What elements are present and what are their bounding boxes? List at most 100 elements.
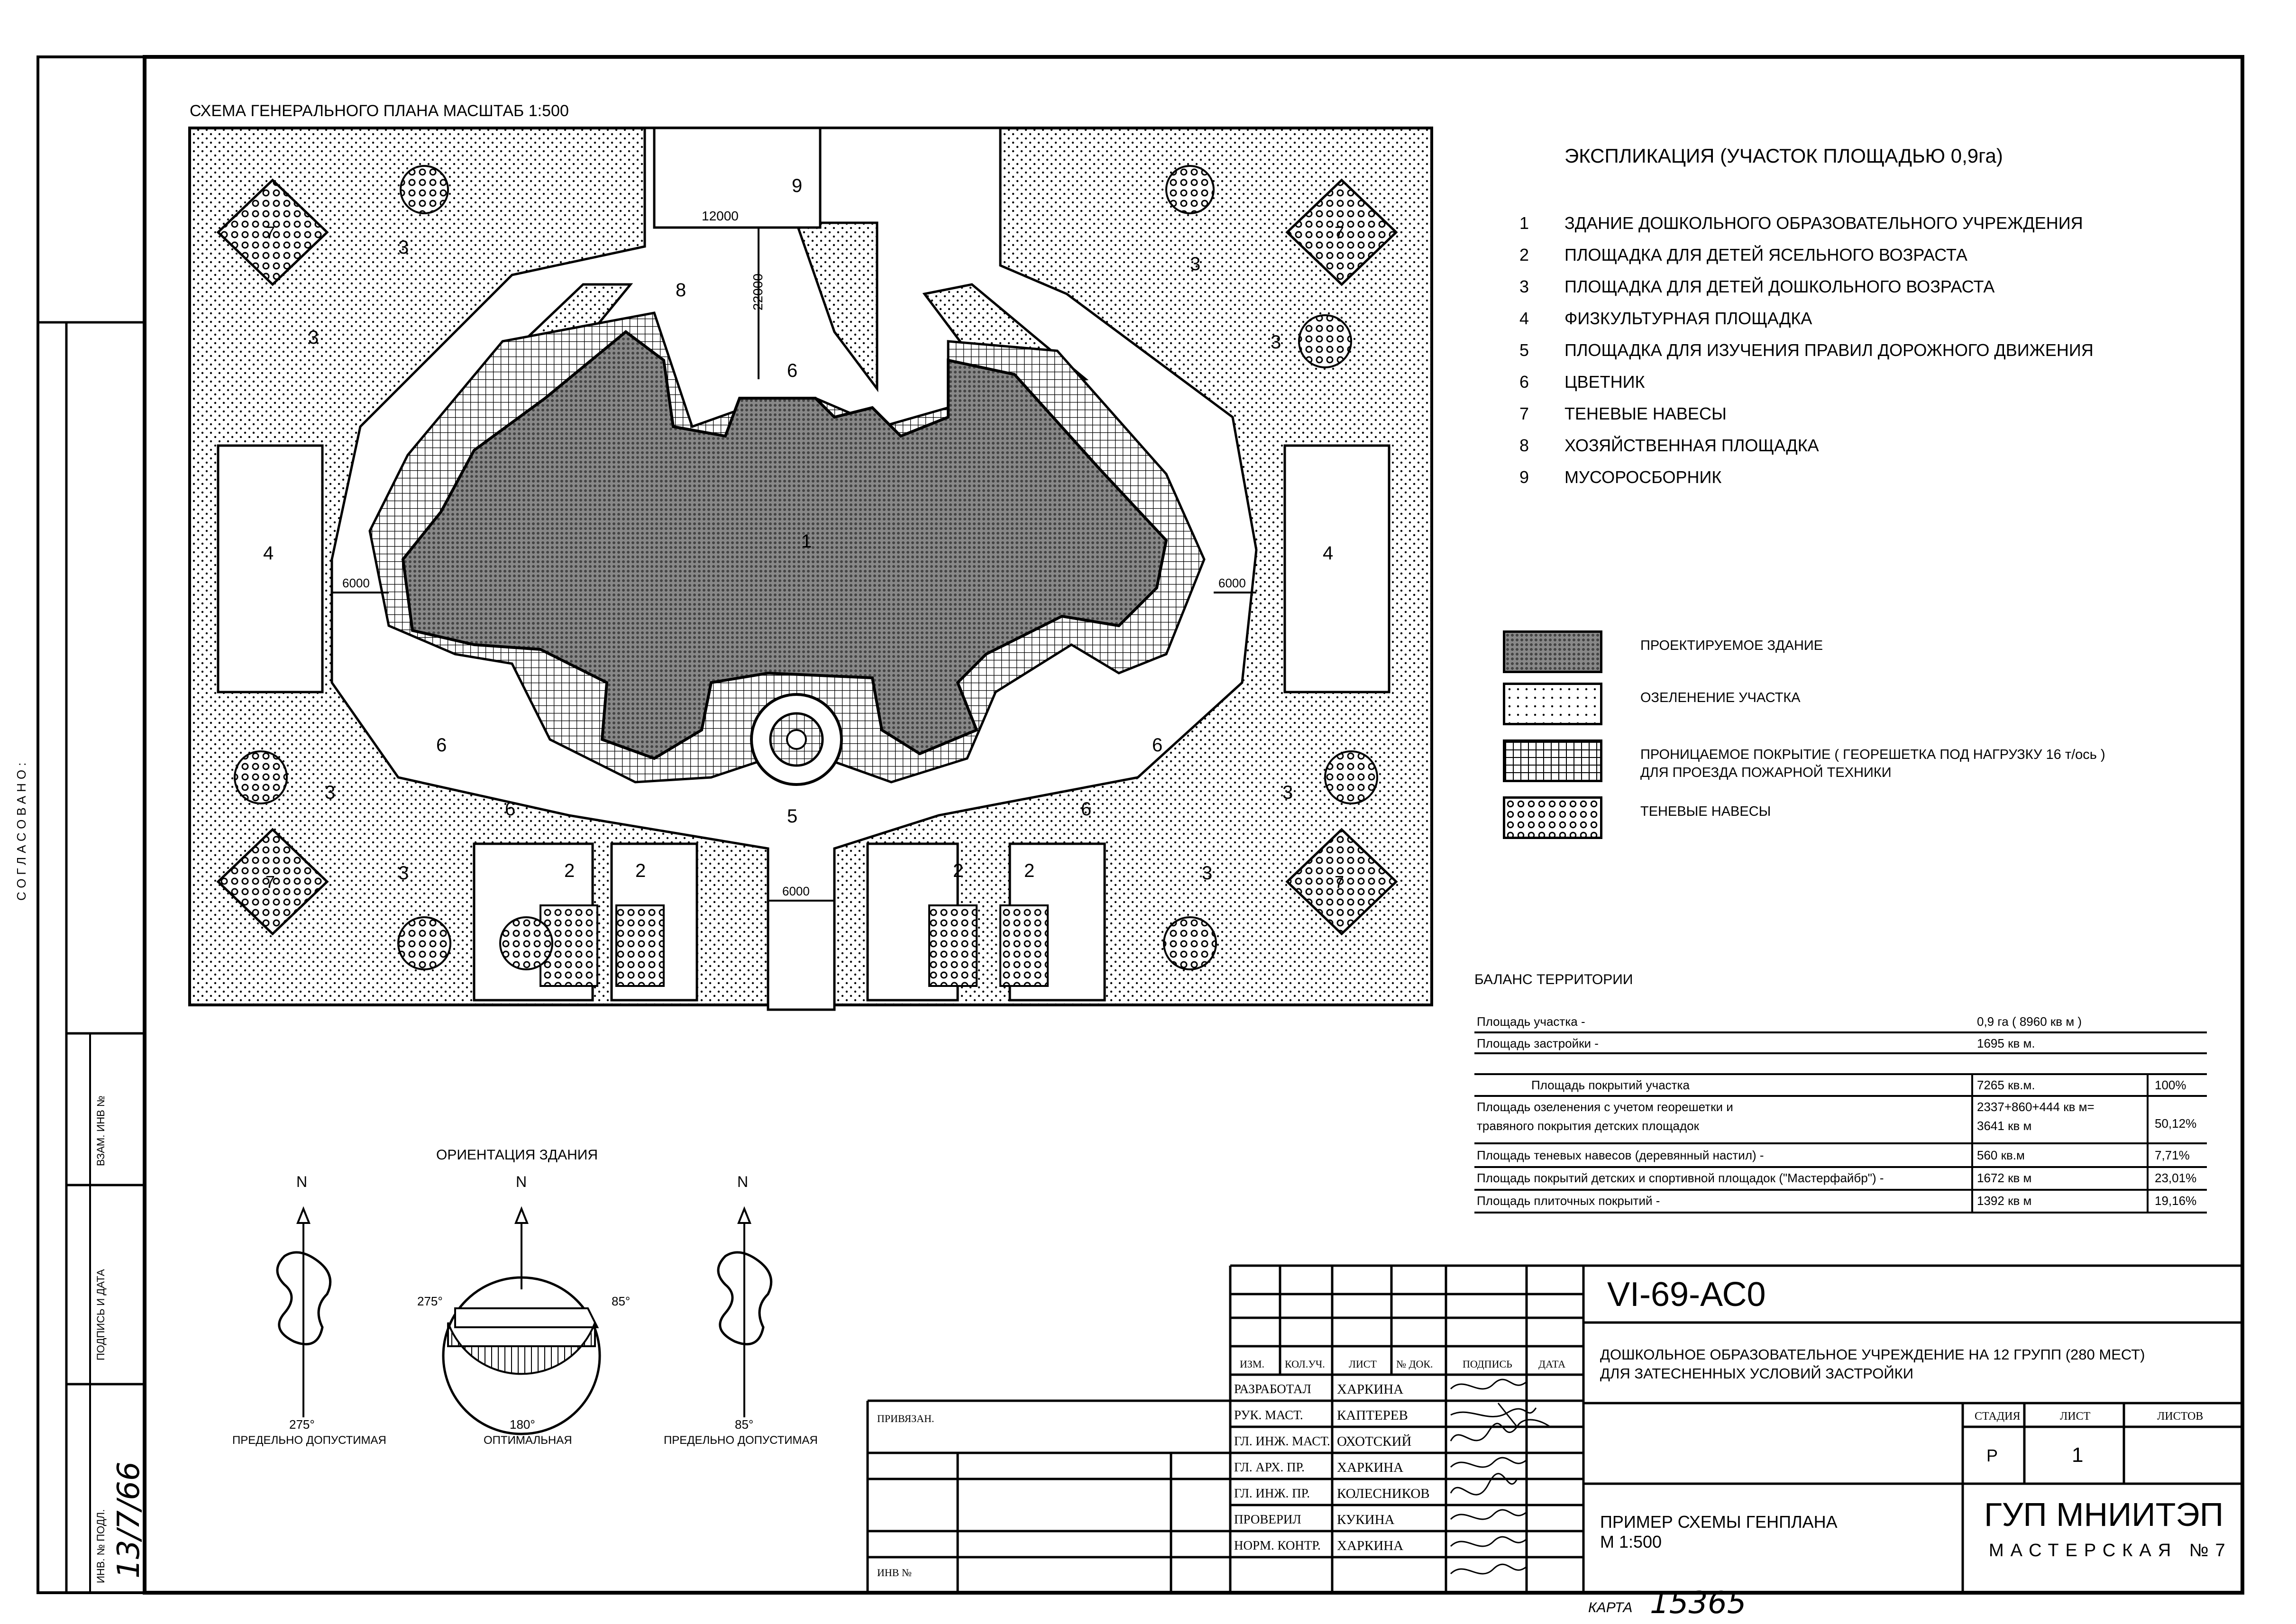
north-label-left: N [296, 1173, 308, 1190]
balance-row-label: Площадь участка - [1477, 1014, 1585, 1029]
explication-item-text: ПЛОЩАДКА ДЛЯ ДЕТЕЙ ЯСЕЛЬНОГО ВОЗРАСТА [1564, 245, 1967, 265]
zone-label-5: 5 [787, 806, 798, 827]
karta-number: 15365 [1650, 1586, 1747, 1621]
balance-row-label: Площадь плиточных покрытий - [1477, 1194, 1660, 1208]
sidebar-agreed: СОГЛАСОВАНО: [14, 758, 28, 901]
zone-label-3: 3 [398, 863, 409, 884]
inner-frame [143, 55, 2244, 1595]
zone-label-3: 3 [325, 782, 336, 803]
dim-6000-right: 6000 [1218, 576, 1246, 590]
explication-item-text: ПЛОЩАДКА ДЛЯ ИЗУЧЕНИЯ ПРАВИЛ ДОРОЖНОГО Д… [1564, 340, 2094, 360]
sheet-header: ЛИСТ [2060, 1410, 2091, 1423]
circle-deg-right: 85° [612, 1294, 631, 1308]
role-person: ХАРКИНА [1337, 1460, 1404, 1475]
privyazan-label: ПРИВЯЗАН. [877, 1413, 934, 1424]
zone-label-6: 6 [436, 735, 447, 756]
balance-row-value: 0,9 га ( 8960 кв м ) [1977, 1014, 2082, 1029]
zone-label-3: 3 [1202, 863, 1213, 884]
role-person: КОЛЕСНИКОВ [1337, 1486, 1430, 1501]
role-title: РУК. МАСТ. [1234, 1408, 1303, 1422]
legend-swatch-canopies [1503, 796, 1602, 839]
explication-title: ЭКСПЛИКАЦИЯ (УЧАСТОК ПЛОЩАДЬЮ 0,9га) [1564, 145, 2003, 167]
zone-label-3: 3 [308, 327, 319, 348]
sheet-title-1: ПРИМЕР СХЕМЫ ГЕНПЛАНА [1600, 1512, 1838, 1532]
legend-swatch-building [1503, 630, 1602, 673]
balance-row-pct: 100% [2155, 1078, 2186, 1092]
sidebar-inv: ИНВ. № ПОДЛ. [95, 1509, 107, 1583]
north-label-mid: N [516, 1173, 527, 1190]
inv-no-label: ИНВ № [877, 1567, 912, 1578]
hdr-data: ДАТА [1538, 1358, 1566, 1370]
role-title: РАЗРАБОТАЛ [1234, 1382, 1311, 1396]
sheet-value: 1 [2072, 1443, 2084, 1467]
role-title: ГЛ. АРХ. ПР. [1234, 1460, 1305, 1474]
dim-12000: 12000 [702, 209, 739, 223]
title-block-lines [866, 1264, 2242, 1593]
zone-label-9: 9 [792, 175, 803, 196]
explication-item-number: 1 [1519, 213, 1529, 233]
balance-row-label: Площадь застройки - [1477, 1036, 1599, 1050]
hdr-podp: ПОДПИСЬ [1463, 1358, 1512, 1370]
zone-label-8: 8 [676, 280, 686, 301]
explication-item-text: ТЕНЕВЫЕ НАВЕСЫ [1564, 404, 1727, 423]
balance-table-lines [1474, 1031, 2207, 1213]
dim-22000: 22000 [750, 274, 765, 310]
role-title: ГЛ. ИНЖ. ПР. [1234, 1486, 1310, 1500]
balance-row-value: 1392 кв м [1977, 1194, 2032, 1208]
balance-row-label: Площадь озеленения с учетом георешетки и [1477, 1100, 1733, 1114]
signatures [1450, 1378, 1551, 1575]
sheets-header: ЛИСТОВ [2157, 1410, 2204, 1423]
zone-label-6: 6 [787, 360, 798, 381]
sheet-title-2: М 1:500 [1600, 1532, 1662, 1551]
balance-row-label: травяного покрытия детских площадок [1477, 1119, 1700, 1133]
plan-title: СХЕМА ГЕНЕРАЛЬНОГО ПЛАНА МАСШТАБ 1:500 [190, 102, 569, 120]
zone-label-4: 4 [263, 543, 274, 564]
role-title: ГЛ. ИНЖ. МАСТ. [1234, 1434, 1330, 1448]
hdr-izm: ИЗМ. [1240, 1358, 1264, 1370]
legend-label: ПРОЕКТИРУЕМОЕ ЗДАНИЕ [1640, 638, 1823, 653]
hdr-kol: КОЛ.УЧ. [1285, 1358, 1325, 1370]
dim-6000-bottom: 6000 [782, 884, 810, 898]
doc-code: VI-69-АС0 [1607, 1276, 1766, 1314]
explication-item-text: ЗДАНИЕ ДОШКОЛЬНОГО ОБРАЗОВАТЕЛЬНОГО УЧРЕ… [1564, 213, 2083, 233]
balance-row-value: 1672 кв м [1977, 1171, 2032, 1185]
balance-row-value: 560 кв.м [1977, 1148, 2025, 1162]
project-title-1: ДОШКОЛЬНОЕ ОБРАЗОВАТЕЛЬНОЕ УЧРЕЖДЕНИЕ НА… [1600, 1346, 2145, 1363]
site-plan [188, 127, 1433, 1011]
zone-label-2: 2 [635, 860, 646, 881]
balance-title: БАЛАНС ТЕРРИТОРИИ [1474, 972, 1633, 987]
role-person: ХАРКИНА [1337, 1538, 1404, 1553]
explication-item-number: 7 [1519, 404, 1529, 423]
zone-label-2: 2 [564, 860, 575, 881]
org-workshop: МАСТЕРСКАЯ №7 [1989, 1541, 2232, 1560]
zone-label-7: 7 [265, 223, 275, 242]
role-title: ПРОВЕРИЛ [1234, 1512, 1301, 1526]
zone-label-7: 7 [1335, 223, 1345, 242]
explication-item-number: 3 [1519, 277, 1529, 296]
orientation-diagrams [276, 1206, 773, 1435]
caption-left: ПРЕДЕЛЬНО ДОПУСТИМАЯ [232, 1434, 386, 1447]
caption-right: ПРЕДЕЛЬНО ДОПУСТИМАЯ [664, 1434, 818, 1447]
explication-item-text: МУСОРОСБОРНИК [1564, 467, 1722, 487]
caption-mid: ОПТИМАЛЬНАЯ [484, 1434, 572, 1447]
role-person: ОХОТСКИЙ [1337, 1434, 1412, 1449]
zone-label-6: 6 [1152, 735, 1163, 756]
legend-label: ДЛЯ ПРОЕЗДА ПОЖАРНОЙ ТЕХНИКИ [1640, 765, 1892, 780]
balance-row-pct: 7,71% [2155, 1148, 2190, 1162]
zone-label-6: 6 [1081, 799, 1092, 820]
dim-6000-left: 6000 [342, 576, 370, 590]
explication-item-number: 2 [1519, 245, 1529, 265]
balance-row-pct: 50,12% [2155, 1116, 2197, 1131]
karta-label: КАРТА [1588, 1600, 1633, 1615]
balance-row-value: 2337+860+444 кв м= [1977, 1100, 2095, 1114]
legend-label: ПРОНИЦАЕМОЕ ПОКРЫТИЕ ( ГЕОРЕШЕТКА ПОД НА… [1640, 747, 2105, 762]
explication-item-number: 5 [1519, 340, 1529, 360]
deg-right: 85° [735, 1417, 754, 1432]
stage-value: Р [1986, 1446, 1998, 1465]
explication-item-number: 6 [1519, 372, 1529, 392]
zone-label-4: 4 [1323, 543, 1334, 564]
sidebar-inv-value: 13/7/66 [111, 1461, 146, 1578]
explication-item-text: ФИЗКУЛЬТУРНАЯ ПЛОЩАДКА [1564, 309, 1812, 328]
balance-row-value: 1695 кв м. [1977, 1036, 2035, 1050]
